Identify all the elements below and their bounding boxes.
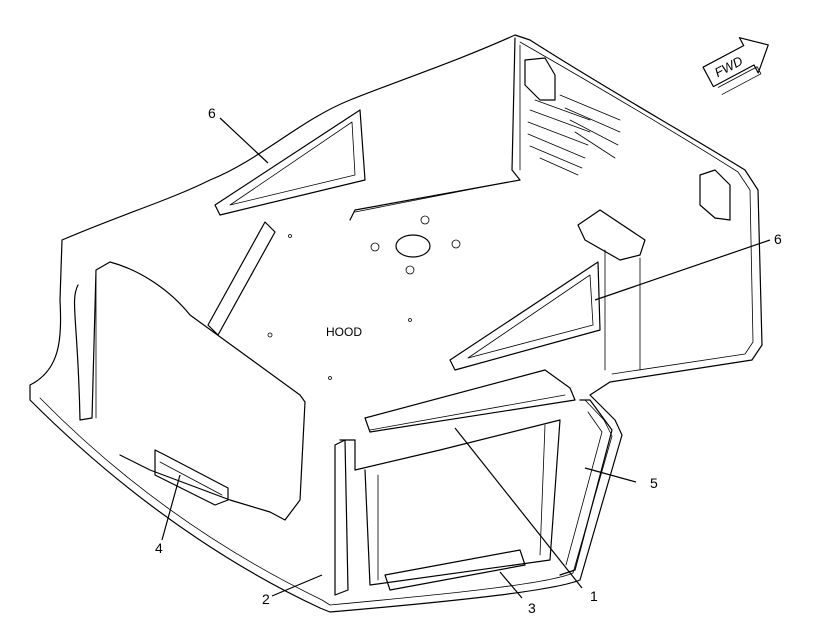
part-1-angle bbox=[364, 369, 576, 433]
leader-6b bbox=[594, 239, 771, 301]
vent-slots bbox=[527, 94, 621, 176]
hood-label: HOOD bbox=[326, 325, 362, 339]
part-6-right-triangle bbox=[449, 261, 601, 371]
leader-lines bbox=[161, 117, 771, 599]
front-right-recess bbox=[339, 419, 561, 586]
part-2-post bbox=[334, 439, 349, 596]
forward-arrow-icon: FWD bbox=[702, 37, 769, 95]
callout-6-upper: 6 bbox=[208, 105, 216, 121]
leader-5 bbox=[584, 467, 637, 483]
roof-holes bbox=[267, 215, 461, 380]
hinge-rear-right bbox=[524, 57, 731, 221]
left-panel bbox=[73, 261, 306, 521]
center-bracket bbox=[577, 209, 646, 371]
callout-3: 3 bbox=[528, 600, 536, 616]
callout-6-right: 6 bbox=[774, 231, 782, 247]
rear-flange bbox=[349, 37, 521, 221]
callout-4: 4 bbox=[155, 540, 163, 556]
part-3-strip bbox=[384, 549, 526, 591]
callout-1: 1 bbox=[590, 588, 598, 604]
callout-2: 2 bbox=[262, 591, 270, 607]
part-4-strip bbox=[154, 449, 229, 506]
leader-2 bbox=[271, 574, 323, 597]
part-5-side-channel bbox=[559, 399, 613, 576]
callout-5: 5 bbox=[650, 475, 658, 491]
leader-4 bbox=[161, 474, 181, 541]
leader-1 bbox=[454, 427, 583, 589]
leader-6a bbox=[219, 117, 269, 164]
left-rib bbox=[207, 221, 276, 336]
hood-outline bbox=[29, 34, 763, 613]
part-6-left-triangle bbox=[214, 109, 366, 216]
leader-3 bbox=[499, 571, 523, 599]
